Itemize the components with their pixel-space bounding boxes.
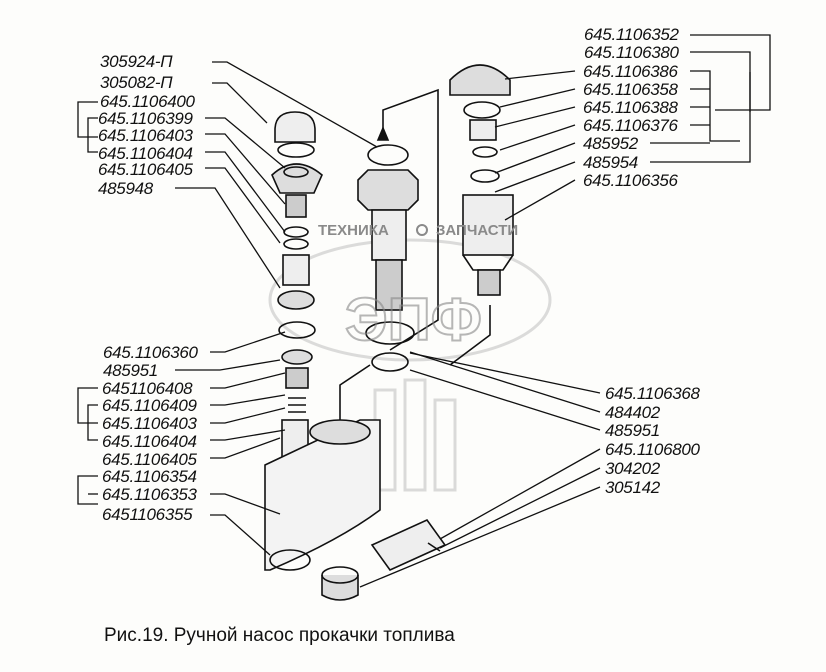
- part-label: 305082-П: [100, 73, 173, 92]
- watermark-logo-text: ЭПФ: [345, 286, 482, 353]
- part-label: 645.1106403: [98, 126, 193, 145]
- watermark-text-left: ТЕХНИКА: [318, 222, 389, 239]
- leader-lines: [77, 34, 771, 588]
- part-label: 645.1106388: [583, 98, 678, 117]
- watermark-text: ТЕХНИКА ЗАПЧАСТИ ЭПФ: [318, 222, 518, 354]
- part-label: 645.1106409: [102, 396, 197, 415]
- part-label: 645.1106800: [605, 440, 700, 459]
- part-label: 485954: [583, 153, 638, 172]
- part-label: 645.1106354: [102, 467, 197, 486]
- part-label: 485951: [103, 361, 158, 380]
- gear-icon: [416, 224, 428, 236]
- part-label: 485948: [98, 179, 153, 198]
- part-label: 305142: [605, 478, 660, 497]
- part-label: 645.1106405: [98, 160, 193, 179]
- part-label: 645.1106352: [584, 25, 679, 44]
- part-label: 645.1106403: [102, 414, 197, 433]
- part-label: 645.1106356: [583, 171, 678, 190]
- part-label: 305924-П: [100, 52, 173, 71]
- watermark-text-right: ЗАПЧАСТИ: [436, 222, 518, 239]
- figure-caption: Рис.19. Ручной насос прокачки топлива: [104, 625, 455, 646]
- part-label: 6451106355: [102, 505, 193, 524]
- part-label: 485952: [583, 134, 638, 153]
- watermark-logo: [268, 238, 552, 492]
- part-label: 645.1106376: [583, 116, 678, 135]
- part-label: 6451106408: [102, 379, 193, 398]
- part-label: 645.1106404: [102, 432, 197, 451]
- part-label: 645.1106400: [100, 92, 195, 111]
- part-label: 304202: [605, 459, 660, 478]
- part-label: 645.1106368: [605, 384, 700, 403]
- part-label: 645.1106405: [102, 450, 197, 469]
- part-label: 645.1106358: [583, 80, 678, 99]
- part-label: 645.1106353: [102, 485, 197, 504]
- parts: [264, 64, 514, 601]
- part-label: 645.1106399: [98, 109, 193, 128]
- part-label: 645.1106360: [103, 343, 198, 362]
- part-label: 645.1106404: [98, 144, 193, 163]
- part-label: 645.1106380: [584, 43, 679, 62]
- part-label: 485951: [605, 421, 660, 440]
- part-label: 484402: [605, 403, 660, 422]
- part-label: 645.1106386: [583, 62, 678, 81]
